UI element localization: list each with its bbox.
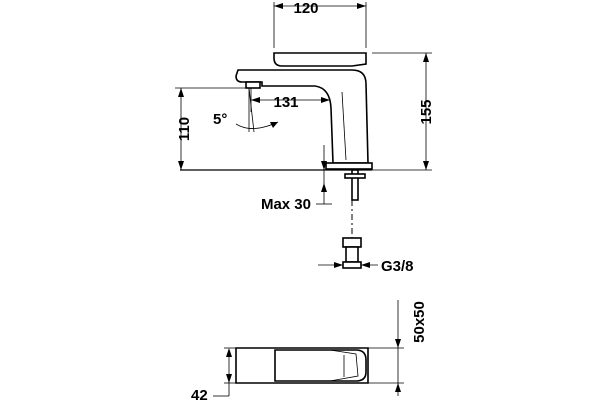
faucet-body <box>235 69 369 164</box>
dim-base-size: 50x50 <box>368 300 428 396</box>
body-inner-line <box>341 91 347 161</box>
dim-height-total: 155 <box>372 52 435 171</box>
dim-depth: 42 <box>191 347 236 400</box>
dim-max-thickness: Max 30 <box>261 145 332 213</box>
dim-max30-label: Max 30 <box>261 196 311 213</box>
top-view-spout-line <box>329 349 359 382</box>
dim-connection: G3/8 <box>318 258 414 275</box>
lever-handle <box>273 52 367 67</box>
base-plate <box>325 162 373 170</box>
dim-g38-label: G3/8 <box>381 258 414 275</box>
dim-width-top: 120 <box>273 0 367 48</box>
top-view-lever <box>274 349 367 382</box>
dim-131-label: 131 <box>273 94 298 111</box>
dim-42-label: 42 <box>191 387 208 400</box>
faucet-top-view <box>235 347 369 384</box>
dim-110-label: 110 <box>176 117 193 141</box>
hose-connector-body <box>345 246 359 263</box>
dim-50x50-label: 50x50 <box>411 301 428 343</box>
dim-5deg-label: 5° <box>213 111 227 128</box>
dim-155-label: 155 <box>418 99 435 124</box>
hose-thread <box>342 261 362 269</box>
aerator <box>245 81 261 89</box>
hose-connector <box>342 237 362 248</box>
dim-spout-height: 110 <box>175 87 246 170</box>
faucet-side-view <box>180 52 373 269</box>
mounting-stud <box>351 169 359 201</box>
stud-nut <box>344 173 366 179</box>
dim-120-label: 120 <box>293 0 318 17</box>
dim-spout-reach: 131 <box>250 88 330 112</box>
dim-spout-angle: 5° <box>213 87 279 133</box>
